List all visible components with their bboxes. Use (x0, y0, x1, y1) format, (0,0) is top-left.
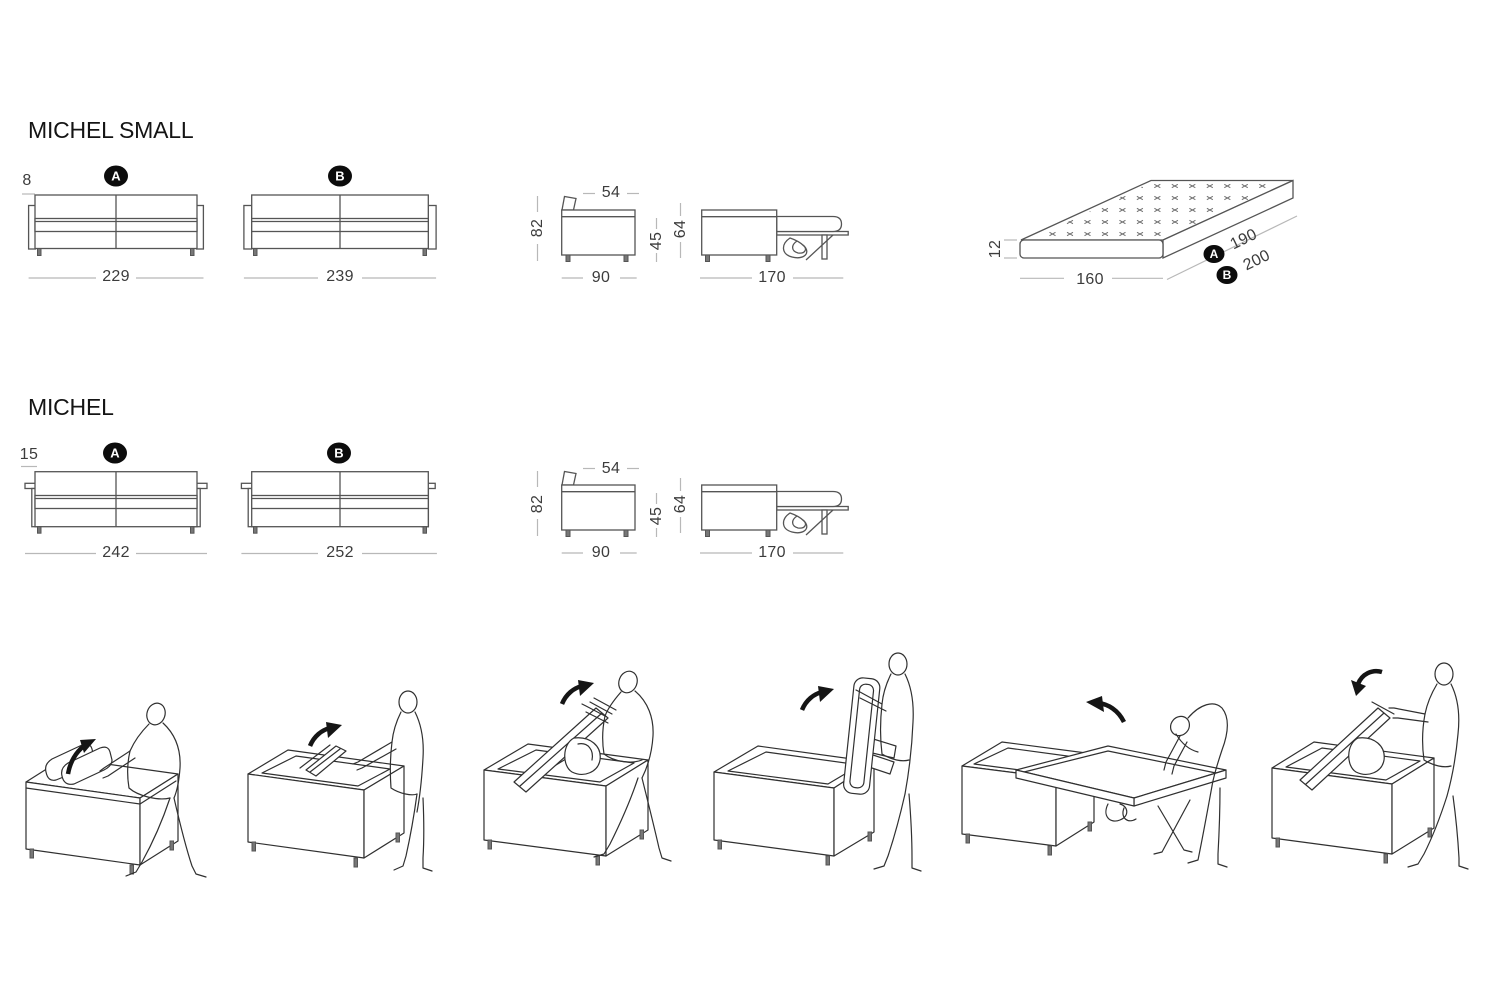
height-dim: 82 (529, 218, 546, 238)
step-5-unfold-bed-flat-icon (961, 696, 1228, 868)
mattress-width-dim: 160 (1076, 271, 1104, 288)
depth-dim: 90 (591, 269, 611, 286)
badge-a: A (104, 165, 128, 187)
step-6-fold-frame-down-icon (1271, 662, 1469, 870)
person-figure (1388, 662, 1469, 870)
arm-depth-dim: 54 (601, 184, 621, 201)
arm-depth-dim: 54 (601, 460, 621, 477)
step-1-lift-cushions-icon (25, 702, 207, 878)
overall-width-dim: 229 (102, 268, 130, 285)
curved-arrow-up-right-icon (307, 722, 342, 747)
arm-width-dim: 15 (19, 446, 39, 463)
open-depth-dim: 170 (758, 544, 786, 561)
person-figure (855, 652, 922, 872)
michel-small-front-view-a (22, 193, 205, 279)
curved-arrow-up-right-icon (799, 686, 834, 711)
seat-height-dim: 45 (648, 506, 665, 526)
curved-arrow-up-right-icon (559, 680, 594, 705)
open-depth-dim: 170 (758, 269, 786, 286)
seat-height-dim: 45 (648, 231, 665, 251)
person-figure (352, 690, 433, 872)
mattress-drawing (1004, 179, 1298, 281)
mattress-badge-a: A (1203, 245, 1225, 263)
badge-b: B (327, 442, 351, 464)
step-3-pull-frame-up-icon (483, 670, 672, 866)
open-height-dim: 64 (672, 494, 689, 514)
michel-small-front-view-b (243, 194, 437, 279)
section-title-michel: MICHEL (28, 394, 114, 420)
michel-front-view-a (21, 465, 208, 555)
curved-arrow-up-right-icon (65, 739, 96, 775)
depth-dim: 90 (591, 544, 611, 561)
section-title-michel-small: MICHEL SMALL (28, 117, 194, 143)
mattress-badge-b: B (1216, 266, 1238, 284)
curved-arrow-down-left-icon (1351, 668, 1383, 696)
person-figure (581, 670, 672, 862)
overall-width-dim: 252 (326, 544, 354, 561)
height-dim: 82 (529, 494, 546, 514)
person-figure (99, 702, 207, 878)
badge-b: B (328, 165, 352, 187)
mattress-thickness-dim: 12 (987, 239, 1004, 259)
arm-width-dim: 8 (22, 172, 32, 189)
step-4-frame-upright-icon (713, 652, 922, 872)
person-figure-bent (1163, 703, 1228, 868)
badge-a: A (103, 442, 127, 464)
overall-width-dim: 242 (102, 544, 130, 561)
overall-width-dim: 239 (326, 268, 354, 285)
open-height-dim: 64 (672, 219, 689, 239)
stitch-pattern (1031, 183, 1266, 237)
curved-arrow-up-left-icon (1086, 696, 1127, 724)
step-2-remove-cushions-icon (247, 690, 433, 872)
michel-front-view-b (240, 471, 437, 555)
